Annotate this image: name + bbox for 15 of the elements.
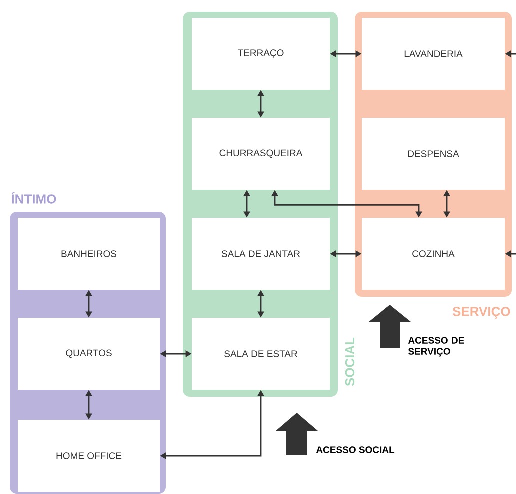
room-box: LAVANDERIA	[362, 18, 505, 90]
room-box: TERRAÇO	[192, 18, 330, 90]
room-box: DESPENSA	[362, 118, 505, 190]
room-box: BANHEIROS	[18, 218, 160, 290]
zone-heading: SOCIAL	[345, 338, 355, 386]
zone-heading: ÍNTIMO	[12, 192, 56, 204]
room-box: HOME OFFICE	[18, 420, 160, 492]
room-box: CHURRASQUEIRA	[192, 118, 330, 190]
room-box: SALA DE JANTAR	[192, 218, 330, 290]
room-box: QUARTOS	[18, 318, 160, 390]
room-box: COZINHA	[362, 218, 505, 290]
zone-heading: SERVIÇO	[452, 307, 510, 319]
access-label: ACESSO DE SERVIÇO	[408, 337, 464, 357]
room-box: SALA DE ESTAR	[192, 318, 330, 390]
access-label: ACESSO SOCIAL	[316, 446, 395, 454]
